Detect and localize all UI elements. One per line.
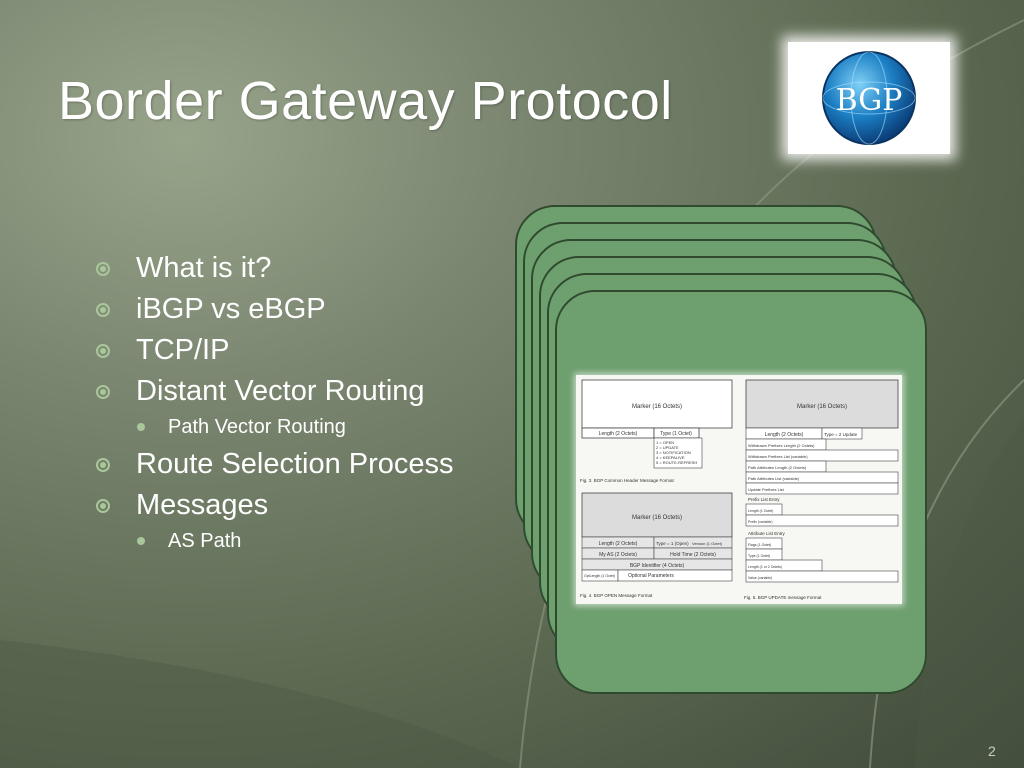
update-row-label: Withdrawn Prefixes Length (2 Octets) [748, 443, 815, 448]
open-type-label: Type = 1 (Open) [656, 541, 689, 546]
open-hold-time-label: Hold Time (2 Octets) [670, 552, 716, 558]
bullet-icon [137, 423, 145, 431]
update-row-label: Path Attributes List (variable) [748, 476, 800, 481]
update-prefix-row-label: Prefix (variable) [748, 520, 773, 524]
type-value: 2 = UPDATE [656, 445, 679, 450]
update-type-label: Type = 2 Update [824, 432, 858, 437]
figure-caption: Fig. 3. BGP Common Header Message Format [580, 478, 674, 483]
figure-caption: Fig. 4. BGP OPEN Message Format [580, 593, 653, 598]
update-row-label: Path Attributes Length (2 Octets) [748, 465, 807, 470]
type-value: 3 = NOTIFICATION [656, 450, 691, 455]
bullet-list: What is it? iBGP vs eBGP TCP/IP Distant Vec… [96, 248, 454, 558]
open-length-label: Length (2 Octets) [599, 541, 638, 547]
sub-bullet-item: Path Vector Routing [96, 412, 454, 442]
bullet-item: What is it? [96, 248, 454, 289]
bullet-text: TCP/IP [136, 334, 230, 366]
logo-text: BGP [836, 83, 903, 118]
update-attribute-entry-label: Attribute List Entry [748, 531, 786, 536]
bullet-item: iBGP vs eBGP [96, 289, 454, 330]
open-marker-label: Marker (16 Octets) [632, 515, 682, 521]
type-value: 5 = ROUTE-REFRESH [656, 460, 697, 465]
bullet-item: Distant Vector Routing [96, 371, 454, 412]
update-row-label: Withdrawn Prefixes List (variable) [748, 454, 808, 459]
update-attribute-row-label: Length (1 or 2 Octets) [748, 565, 782, 569]
type-value: 4 = KEEPALIVE [656, 455, 685, 460]
open-version-label: Version (1 Octet) [692, 541, 723, 546]
type-value: 1 = OPEN [656, 440, 674, 445]
bgp-message-format-figure: Marker (16 Octets) Length (2 Octets) Typ… [576, 375, 902, 604]
page-number: 2 [988, 743, 996, 759]
bullet-icon [96, 385, 110, 399]
bullet-text: What is it? [136, 252, 272, 284]
bullet-text: Route Selection Process [136, 448, 454, 480]
open-my-as-label: My AS (2 Octets) [599, 552, 637, 558]
bullet-text: Distant Vector Routing [136, 375, 425, 407]
header-marker-label: Marker (16 Octets) [632, 404, 682, 410]
sub-bullet-item: AS Path [96, 526, 454, 556]
bullet-icon [96, 344, 110, 358]
bullet-item: Route Selection Process [96, 444, 454, 485]
update-marker-label: Marker (16 Octets) [797, 404, 847, 410]
bullet-text: AS Path [168, 530, 242, 552]
bullet-item: TCP/IP [96, 330, 454, 371]
bullet-icon [96, 458, 110, 472]
figure-caption: Fig. 5. BGP UPDATE message Format [744, 595, 822, 600]
bullet-text: iBGP vs eBGP [136, 293, 326, 325]
message-format-diagram: Marker (16 Octets) Length (2 Octets) Typ… [580, 379, 899, 600]
open-bgp-identifier-label: BGP Identifier (4 Octets) [630, 563, 685, 569]
bullet-text: Messages [136, 489, 269, 521]
update-row-label: Update Prefixes List [748, 487, 785, 492]
bgp-globe-icon: BGP [822, 51, 916, 145]
bullet-text: Path Vector Routing [168, 416, 346, 438]
bullet-icon [96, 262, 110, 276]
open-optional-parameters-label: Optional Parameters [628, 573, 674, 579]
update-length-label: Length (2 Octets) [765, 432, 804, 438]
bullet-icon [96, 499, 110, 513]
bullet-item: Messages [96, 485, 454, 526]
open-opt-length-label: OptLength (1 Octet) [584, 574, 615, 578]
bullet-icon [137, 537, 145, 545]
header-length-label: Length (2 Octets) [599, 431, 638, 437]
bullet-icon [96, 303, 110, 317]
update-attribute-row-label: Flags (1 Octet) [748, 543, 771, 547]
update-prefix-row-label: Length (1 Octet) [748, 509, 773, 513]
bgp-logo: BGP [788, 42, 950, 154]
update-prefix-entry-label: Prefix List Entry [748, 497, 780, 502]
slide-title: Border Gateway Protocol [58, 71, 673, 131]
header-type-label: Type (1 Octet) [660, 431, 692, 437]
update-attribute-row-label: Value (variable) [748, 576, 772, 580]
update-attribute-row-label: Type (1 Octet) [748, 554, 770, 558]
